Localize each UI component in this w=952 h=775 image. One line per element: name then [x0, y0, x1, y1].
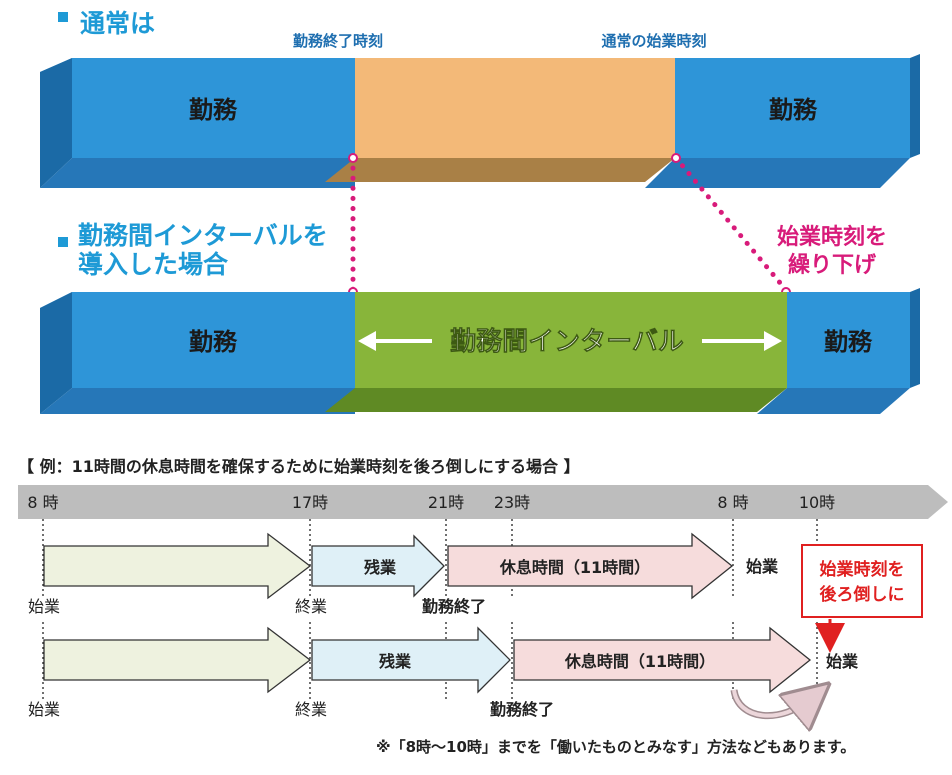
bullet-square-icon [58, 12, 68, 22]
callout-box [801, 544, 923, 618]
shift-curve-arrow [732, 690, 812, 716]
timeline-label: 23時 [494, 493, 530, 512]
bar1-work-right [675, 58, 910, 158]
row2-rest-arrow [513, 626, 812, 694]
bar1-left-label: 勤務 [189, 96, 238, 124]
bar2-left-label: 勤務 [189, 328, 238, 356]
callout-line1: 始業時刻を [820, 559, 905, 580]
bar1-gap [355, 58, 675, 158]
row2-work-arrow [43, 626, 312, 694]
timeline-label: 17時 [292, 493, 328, 512]
row2-end-label: 終業 [295, 700, 327, 719]
row1-work-end-label: 勤務終了 [422, 597, 486, 616]
bar2-work-left [72, 292, 355, 388]
example-title: 【 例：11時間の休息時間を確保するために始業時刻を後ろ倒しにする場合 】 [18, 457, 580, 476]
row1-start-label: 始業 [28, 597, 60, 616]
callout-line2: 後ろ倒しに [820, 584, 905, 605]
row2-overtime-arrow [311, 626, 511, 694]
interval-heading-line2: 導入した場合 [78, 250, 229, 279]
bullet-square-icon [58, 237, 68, 247]
bar2-interval-label: 勤務間インターバル [450, 327, 684, 357]
timeline-label: 8 時 [27, 493, 58, 512]
normal-heading: 通常は [80, 9, 155, 38]
connector-diagonal [673, 155, 789, 293]
row1-rest-label: 休息時間（11時間） [499, 558, 650, 577]
bar2-right-label: 勤務 [824, 328, 873, 356]
row1-right-start-label: 始業 [746, 557, 779, 576]
shift-note-line2: 繰り下げ [788, 252, 877, 278]
timeline-labels: 8 時 17時 21時 23時 8 時 10時 [27, 493, 835, 512]
bar1-right-label: 勤務 [769, 96, 818, 124]
timeline-arrow [18, 485, 948, 519]
row1-end-label: 終業 [295, 597, 327, 616]
row2-right-start-label: 始業 [826, 652, 859, 671]
interval-heading-line1: 勤務間インターバルを [78, 221, 328, 250]
timeline-label: 10時 [799, 493, 835, 512]
row2-overtime-label: 残業 [379, 652, 412, 671]
bar1-work-left [72, 58, 355, 158]
bar2-work-right [787, 292, 910, 388]
row2-work-end-label: 勤務終了 [490, 700, 554, 719]
footnote: ※「8時～10時」までを「働いたものとみなす」方法などもあります。 [376, 738, 855, 756]
row2: 残業 休息時間（11時間） 始業 終業 勤務終了 始業 [28, 626, 859, 719]
timeline-label: 21時 [428, 493, 464, 512]
row2-rest-label: 休息時間（11時間） [564, 652, 715, 671]
row1-overtime-label: 残業 [364, 558, 397, 577]
shift-note-line1: 始業時刻を [777, 224, 887, 250]
row1-overtime-arrow [311, 534, 445, 598]
label-work-end: 勤務終了時刻 [293, 32, 383, 50]
row1: 残業 休息時間（11時間） 始業 終業 勤務終了 始業 [28, 532, 779, 616]
timeline-label: 8 時 [717, 493, 748, 512]
row2-start-label: 始業 [28, 700, 60, 719]
row1-work-arrow [43, 532, 312, 600]
label-normal-start: 通常の始業時刻 [601, 32, 706, 50]
bar1: 勤務 勤務 [40, 54, 920, 188]
row1-rest-arrow [447, 532, 734, 600]
bar2: 勤務 勤務 勤務間インターバル [40, 288, 920, 414]
